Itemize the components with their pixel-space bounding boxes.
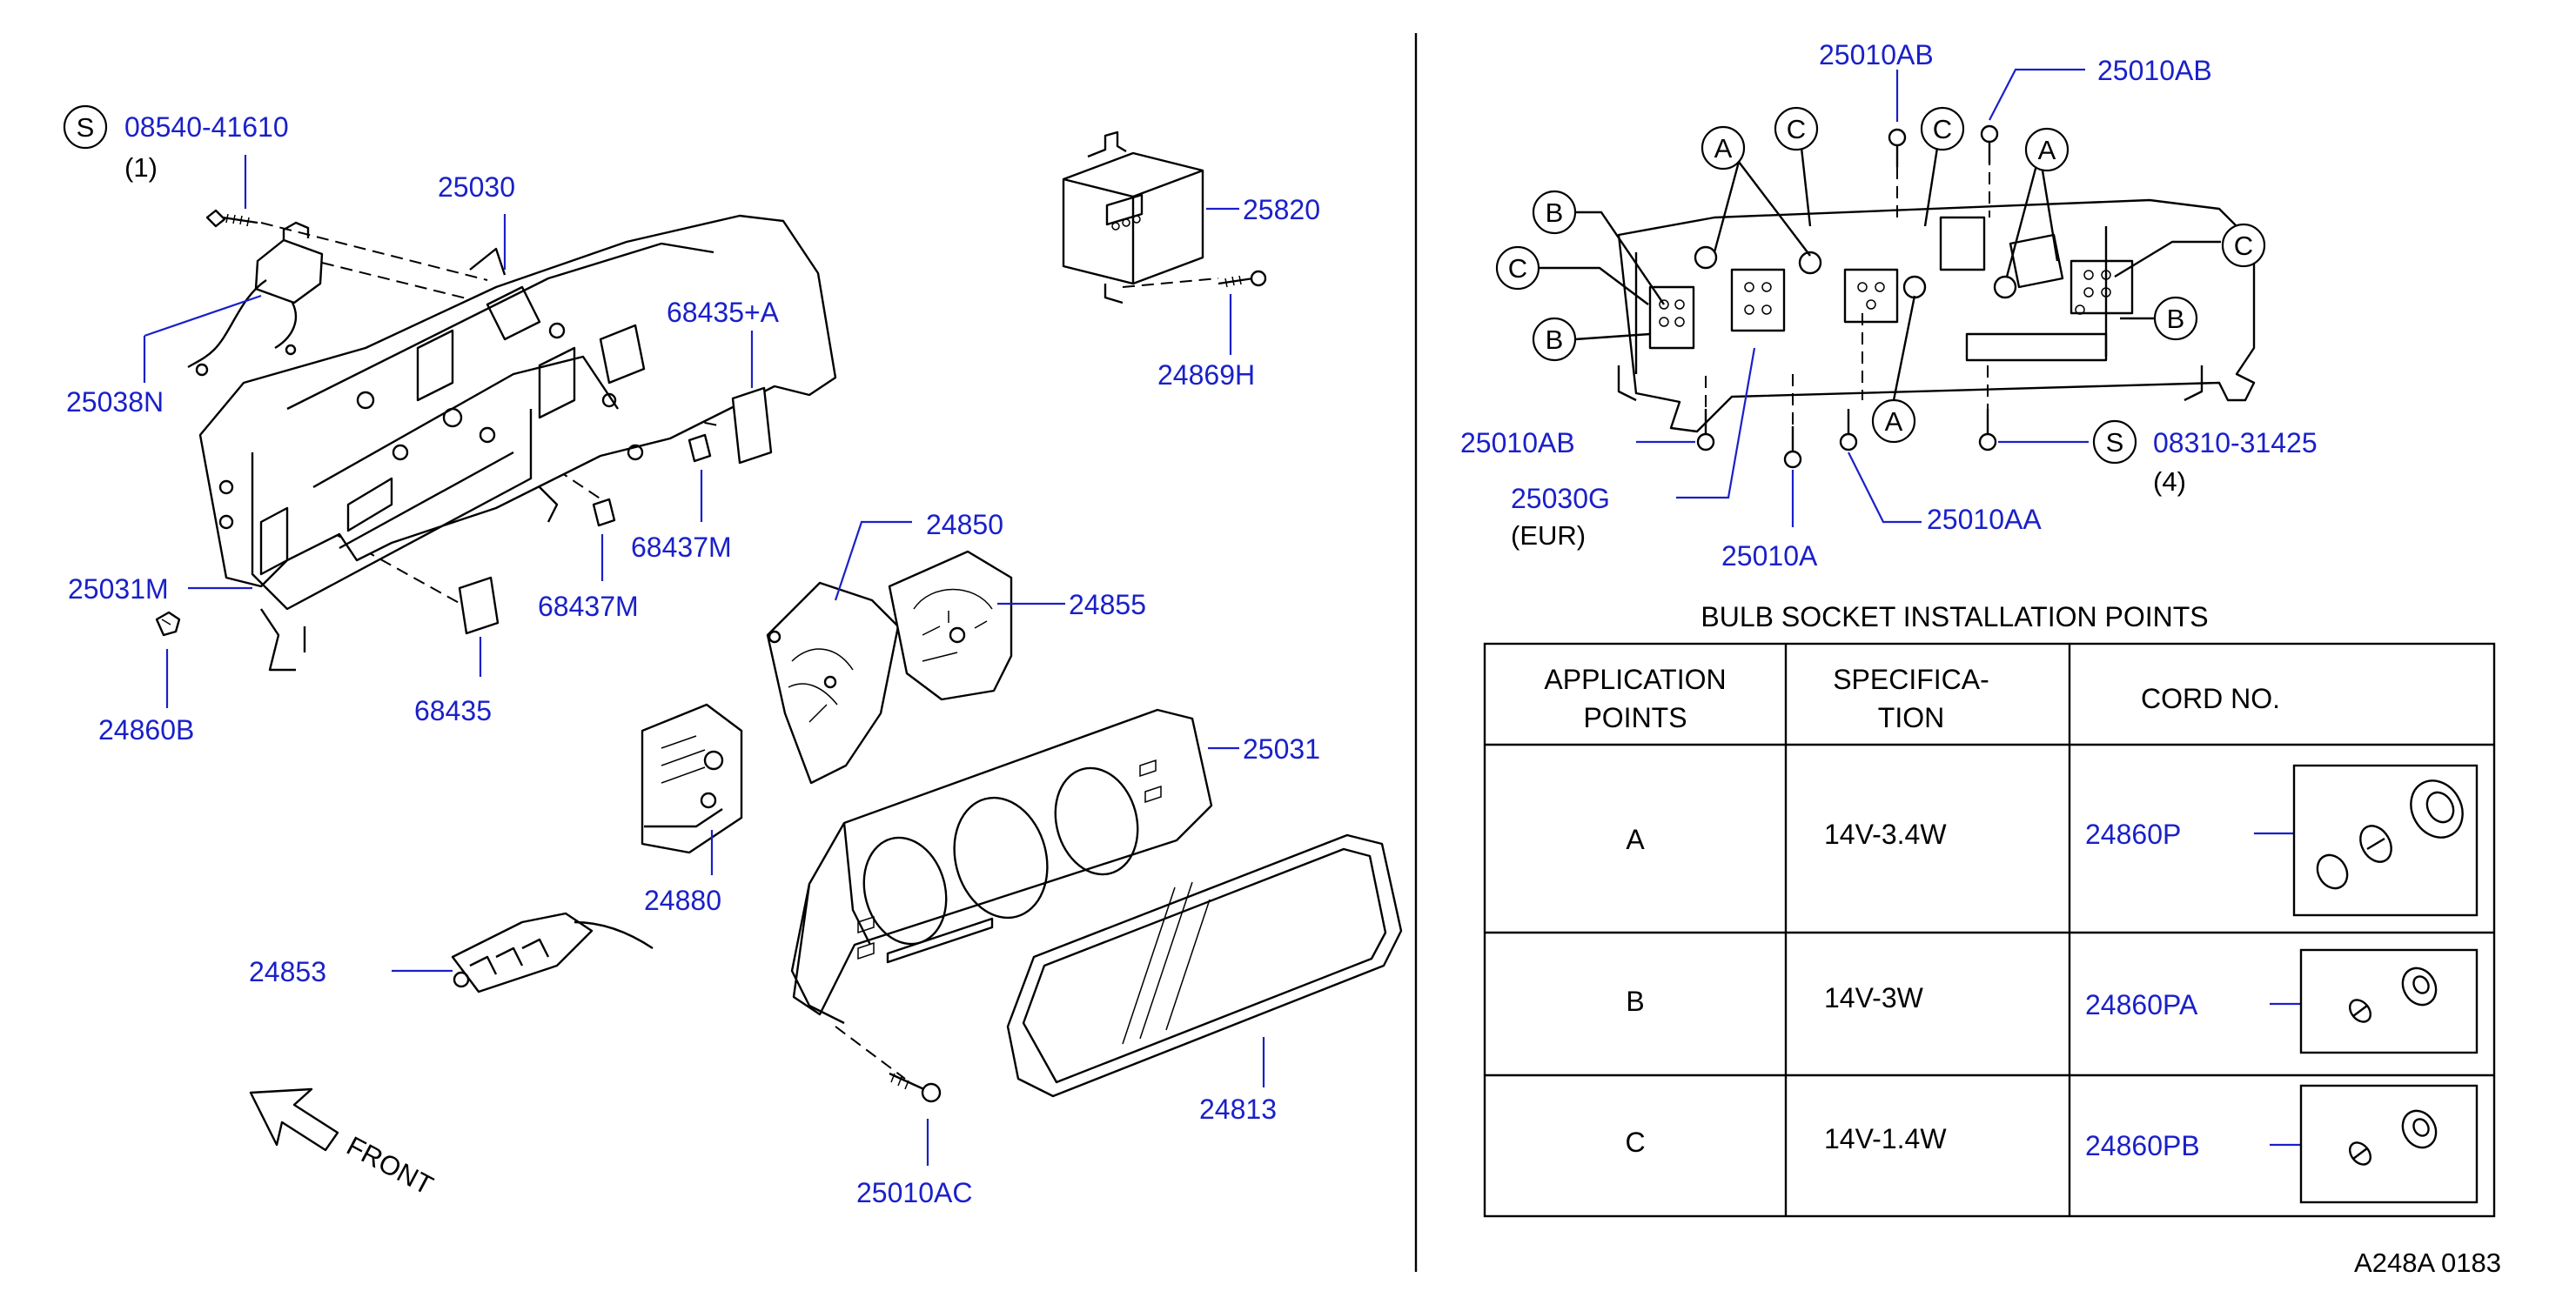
- callout-b-1: [1532, 190, 1577, 235]
- row-a-cord[interactable]: 24860P: [2085, 819, 2181, 850]
- part-label-25010AB-top-2[interactable]: 25010AB: [2097, 55, 2212, 86]
- part-label-24869H[interactable]: 24869H: [1157, 359, 1255, 391]
- screw-25010AC-icon: [889, 1072, 942, 1103]
- callout-c-1: [1774, 106, 1819, 151]
- svg-text:C: C: [2234, 231, 2253, 261]
- svg-text:C: C: [1933, 114, 1952, 144]
- circuit-board-24880: [641, 703, 743, 854]
- row-b-point: B: [1626, 986, 1644, 1017]
- screw-top-ab-1-icon: [1888, 128, 1907, 167]
- svg-text:B: B: [2167, 304, 2185, 334]
- front-label: FRONT: [342, 1130, 439, 1201]
- row-c-spec: 14V-1.4W: [1824, 1123, 1947, 1154]
- diagram-code: A248A 0183: [2354, 1248, 2501, 1278]
- table-title: BULB SOCKET INSTALLATION POINTS: [1701, 601, 2208, 632]
- header-cord: CORD NO.: [2141, 683, 2280, 714]
- clip-68437M-b-icon: [592, 498, 616, 527]
- dial-plate-24850: [766, 581, 900, 785]
- svg-text:A: A: [2038, 135, 2056, 165]
- socket-24860PB-icon: [2299, 1084, 2479, 1204]
- header-spec-bottom: TION: [1878, 702, 1944, 733]
- callout-c-2: [1920, 106, 1965, 151]
- screw-25010A-icon: [1783, 426, 1802, 469]
- s-symbol-letter: S: [77, 112, 95, 143]
- header-spec-top: SPECIFICA-: [1833, 664, 1989, 695]
- eur-note: (EUR): [1511, 520, 1586, 551]
- glass-cover-24813: [1006, 833, 1403, 1098]
- qty-label-4: (4): [2153, 466, 2186, 497]
- callout-b-3: [2153, 296, 2198, 341]
- part-label-68435A[interactable]: 68435+A: [667, 297, 780, 328]
- row-c-point: C: [1625, 1127, 1645, 1158]
- screw-top-ab-2-icon: [1980, 124, 1999, 164]
- bulb-24860B-icon: [155, 611, 181, 637]
- callout-c-4: [2221, 223, 2266, 268]
- row-b-cord[interactable]: 24860PA: [2085, 989, 2198, 1020]
- socket-24860P-icon: [2292, 764, 2479, 917]
- s-symbol-letter-right: S: [2106, 427, 2124, 458]
- svg-text:C: C: [1787, 114, 1806, 144]
- row-a-spec: 14V-3.4W: [1824, 819, 1947, 850]
- screw-25010AA-icon: [1839, 409, 1858, 452]
- part-label-25031M[interactable]: 25031M: [68, 573, 169, 605]
- part-label-24880[interactable]: 24880: [644, 885, 721, 916]
- socket-24860PA-icon: [2299, 948, 2479, 1054]
- header-points-bottom: POINTS: [1583, 702, 1687, 733]
- part-label-25010A[interactable]: 25010A: [1721, 540, 1818, 572]
- part-label-68435[interactable]: 68435: [414, 695, 492, 726]
- bulb-socket-table: [1483, 642, 2496, 1218]
- pad-68435A-icon: [731, 386, 773, 465]
- pad-68435-icon: [458, 576, 500, 635]
- s-symbol-circle-right: [2092, 419, 2137, 465]
- header-points-top: APPLICATION: [1544, 664, 1726, 695]
- part-label-68437M-a[interactable]: 68437M: [631, 532, 732, 563]
- svg-text:B: B: [1546, 324, 1564, 355]
- svg-text:A: A: [1885, 406, 1903, 437]
- part-label-08540-41610[interactable]: 08540-41610: [124, 111, 289, 143]
- callout-a-1: [1701, 125, 1746, 171]
- row-b-spec: 14V-3W: [1824, 982, 1924, 1013]
- meter-housing-25030: [198, 214, 837, 672]
- clip-68437M-a-icon: [688, 433, 712, 463]
- callout-a-3: [1871, 398, 1916, 444]
- part-label-25010AA[interactable]: 25010AA: [1927, 504, 2042, 535]
- part-label-25010AB-left[interactable]: 25010AB: [1460, 427, 1575, 458]
- svg-text:A: A: [1714, 133, 1733, 164]
- svg-text:C: C: [1508, 253, 1527, 284]
- callout-b-2: [1532, 317, 1577, 362]
- row-a-point: A: [1626, 824, 1645, 855]
- module-25820: [1062, 130, 1204, 304]
- part-label-08310-31425[interactable]: 08310-31425: [2153, 427, 2318, 458]
- part-label-24853[interactable]: 24853: [249, 956, 326, 987]
- screw-08310-icon: [1978, 409, 1997, 452]
- part-label-24813[interactable]: 24813: [1199, 1094, 1277, 1125]
- part-label-25010AB-top-1[interactable]: 25010AB: [1819, 39, 1934, 70]
- part-label-24860B[interactable]: 24860B: [98, 714, 194, 746]
- screw-24869H-icon: [1218, 270, 1267, 288]
- part-label-25030G[interactable]: 25030G: [1511, 483, 1610, 514]
- dial-plate-24855: [888, 550, 1013, 701]
- callout-a-2: [2024, 127, 2070, 172]
- part-label-25030[interactable]: 25030: [438, 171, 515, 203]
- part-label-68437M-b[interactable]: 68437M: [538, 591, 639, 622]
- svg-text:B: B: [1546, 197, 1564, 228]
- part-label-25031[interactable]: 25031: [1243, 733, 1320, 765]
- callout-c-3: [1495, 245, 1540, 291]
- screw-left-ab-icon: [1696, 409, 1715, 452]
- row-c-cord[interactable]: 24860PB: [2085, 1130, 2200, 1161]
- connector-harness-25038N: [187, 221, 324, 377]
- wire-harness-24853: [451, 912, 654, 993]
- cluster-bezel-25031: [790, 708, 1213, 1025]
- part-label-25038N[interactable]: 25038N: [66, 386, 164, 418]
- screw-08540-icon: [205, 209, 258, 228]
- front-arrow-icon: [249, 1087, 339, 1152]
- rear-housing-view: [1617, 198, 2256, 433]
- s-symbol-circle: [63, 104, 108, 150]
- part-label-24855[interactable]: 24855: [1069, 589, 1146, 620]
- part-label-25010AC[interactable]: 25010AC: [856, 1177, 972, 1208]
- part-label-25820[interactable]: 25820: [1243, 194, 1320, 225]
- qty-label-1: (1): [124, 152, 158, 183]
- part-label-24850[interactable]: 24850: [926, 509, 1003, 540]
